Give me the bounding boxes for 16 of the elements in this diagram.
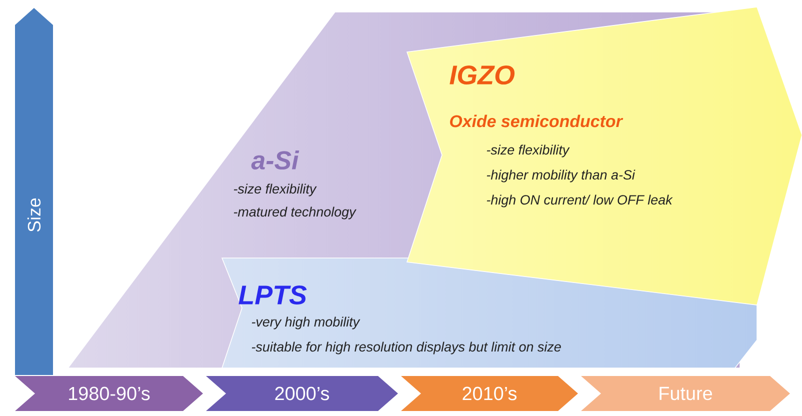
subheading: Oxide semiconductor [450,114,624,128]
bullet-text: -high ON current/ low OFF leak [486,194,673,208]
bullet-text: -matured technology [234,206,356,220]
heading: a-Si [251,150,300,170]
bullet-text: -very high mobility [252,316,360,330]
bullet-text: -size flexibility [486,144,570,158]
timeline-period-box: 1980-90’s [15,376,203,411]
heading: IGZO [450,65,515,85]
heading: LPTS [238,285,307,305]
bullet-text: -size flexibility [234,184,317,196]
bullet-text: -suitable for high resolution displays but limit on size [252,342,561,354]
timeline-period-box: Future [581,376,790,411]
timeline-period-box: 2010’s [401,376,578,411]
timeline-period-box: 2000’s [206,376,398,411]
axis-label: Size [27,198,41,232]
bullet-text: -higher mobility than a-Si [486,170,636,182]
